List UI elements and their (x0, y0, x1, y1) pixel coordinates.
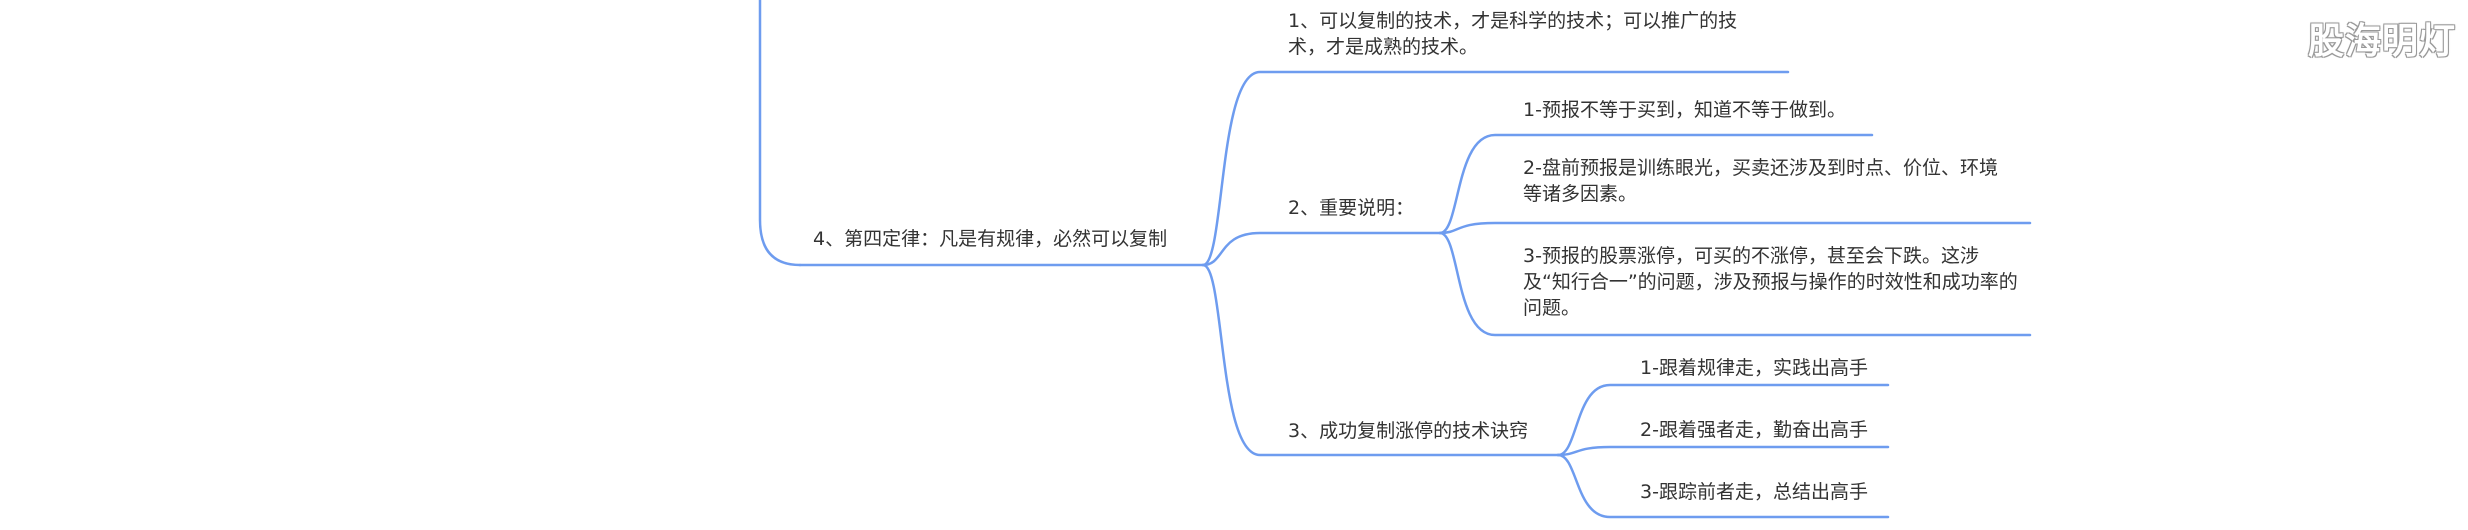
branch-2-child-2[interactable]: 2-盘前预报是训练眼光，买卖还涉及到时点、价位、环境等诸多因素。 (1523, 157, 1998, 205)
edge-root-branch1 (1201, 70, 1790, 267)
branch-3-child-1[interactable]: 1-跟着规律走，实践出高手 (1640, 357, 1868, 379)
branch-2-node[interactable]: 2、重要说明： (1288, 197, 1415, 219)
branch-3-node[interactable]: 3、成功复制涨停的技术诀窍 (1288, 420, 1529, 442)
edge-root-branch3 (1201, 263, 1560, 457)
edge-parent-root (758, 0, 802, 267)
edge-root-branch2 (1201, 231, 1442, 267)
branch-2-child-1[interactable]: 1-预报不等于买到，知道不等于做到。 (1523, 99, 1846, 121)
branch-1-node[interactable]: 1、可以复制的技术，才是科学的技术；可以推广的技术，才是成熟的技术。 (1288, 10, 1738, 58)
root-node[interactable]: 4、第四定律：凡是有规律，必然可以复制 (813, 228, 1168, 250)
branch-3-child-3[interactable]: 3-跟踪前者走，总结出高手 (1640, 481, 1868, 503)
edge-branch3-child1 (1556, 383, 1890, 457)
edge-branch2-child2 (1438, 221, 2032, 235)
edge-branch2-child3 (1438, 231, 2032, 337)
edge-branch2-child1 (1438, 133, 1874, 235)
branch-2-child-3[interactable]: 3-预报的股票涨停，可买的不涨停，甚至会下跌。这涉及“知行合一”的问题，涉及预报… (1523, 245, 2018, 319)
branch-3-child-2[interactable]: 2-跟着强者走，勤奋出高手 (1640, 419, 1868, 441)
watermark-logo: 股海明灯 (2307, 21, 2456, 62)
edge-branch3-child3 (1556, 453, 1890, 519)
edge-branch3-child2 (1556, 445, 1890, 457)
